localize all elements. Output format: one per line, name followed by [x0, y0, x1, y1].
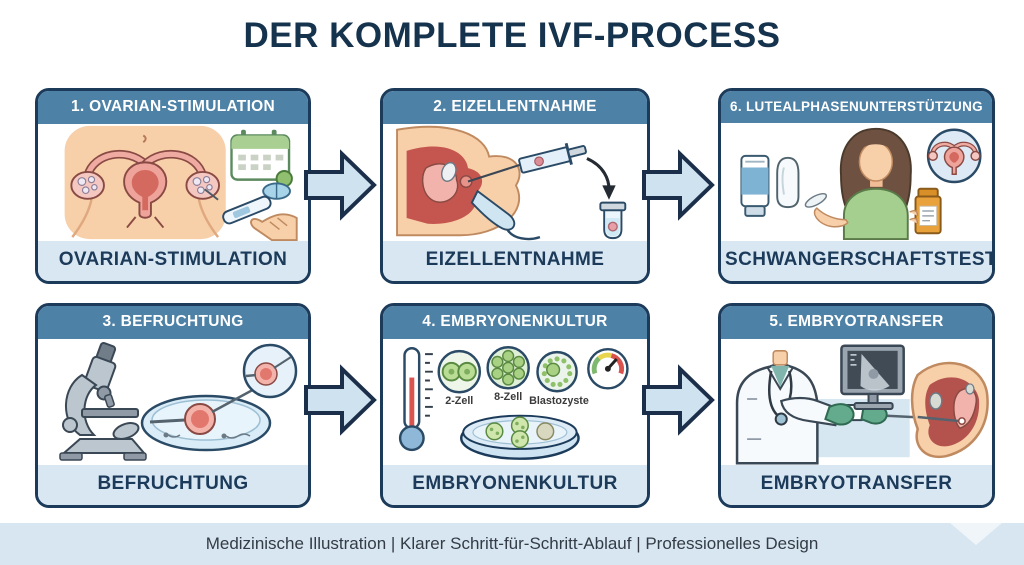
panel-illustration-area	[721, 339, 992, 465]
panel-illustration-area	[721, 123, 992, 241]
panel-illustration-area	[38, 124, 308, 241]
cell-stage-8-icon: 8-Zell	[486, 346, 530, 403]
footer-band: Medizinische Illustration | Klarer Schri…	[0, 523, 1024, 565]
fertilization-illustration	[59, 342, 298, 461]
culture-dish-icon	[460, 414, 580, 460]
embryo-culture-illustration: 2-Zell 8-Zell	[398, 346, 629, 460]
uterus-inset-icon	[926, 128, 982, 184]
panel-illustration-area: 2-Zell 8-Zell	[383, 339, 647, 465]
ultrasound-probe-icon	[470, 189, 541, 241]
uterus-icon	[70, 149, 220, 229]
watermark-icon	[950, 523, 1002, 545]
test-tube-icon	[599, 201, 627, 240]
thermometer-icon	[398, 347, 433, 452]
icsi-inset-icon	[242, 343, 298, 399]
panel-embryotransfer: 5. EMBRYOTRANSFER	[718, 303, 995, 508]
cream-tube-icon	[740, 154, 770, 217]
suppository-icon	[776, 156, 828, 209]
panel-lutealphasenunterstuetzung: 6. LUTEALPHASENUNTERSTÜTZUNG	[718, 88, 995, 284]
panel-embryonenkultur: 4. EMBRYONENKULTUR	[380, 303, 650, 508]
petri-dish-icon	[140, 384, 272, 452]
calendar-icon	[230, 129, 291, 181]
blastocyst-label: Blastozyste	[529, 395, 589, 407]
egg-retrieval-illustration	[396, 125, 627, 241]
page-title: DER KOMPLETE IVF-PROCESS	[243, 16, 781, 55]
panel-caption: BEFRUCHTUNG	[38, 465, 308, 505]
ultrasound-monitor-icon	[840, 344, 905, 411]
panel-ovarian-stimulation: 1. OVARIAN-STIMULATION	[35, 88, 311, 284]
panel-step-label: 4. EMBRYONENKULTUR	[383, 306, 647, 339]
flow-arrow-icon	[304, 363, 378, 437]
cell-stage-8-label: 8-Zell	[494, 391, 522, 403]
ovarian-stimulation-illustration	[64, 125, 298, 241]
cell-stage-2-icon: 2-Zell	[437, 349, 482, 407]
pelvis-cross-section	[910, 361, 989, 459]
pills-icon	[262, 170, 293, 200]
panel-step-label: 2. EIZELLENTNAHME	[383, 91, 647, 124]
pill-bottle-icon	[909, 187, 942, 235]
panel-caption: SCHWANGERSCHAFTSTEST	[721, 241, 992, 281]
panel-step-label: 6. LUTEALPHASENUNTERSTÜTZUNG	[721, 91, 992, 123]
flow-arrow-icon	[642, 363, 716, 437]
panel-caption: OVARIAN-STIMULATION	[38, 241, 308, 281]
panel-illustration-area	[38, 339, 308, 465]
panel-caption: EMBRYONENKULTUR	[383, 465, 647, 505]
panel-caption: EIZELLENTNAHME	[383, 241, 647, 281]
needle-syringe-icon	[467, 142, 587, 183]
cell-stage-2-label: 2-Zell	[445, 395, 473, 407]
panel-eizellentnahme: 2. EIZELLENTNAHME	[380, 88, 650, 284]
flow-arrow-icon	[642, 148, 716, 222]
panel-caption: EMBRYOTRANSFER	[721, 465, 992, 505]
injection-pen-icon	[204, 188, 298, 241]
transfer-arrow-icon	[586, 157, 616, 200]
flow-arrow-icon	[304, 148, 378, 222]
panel-step-label: 5. EMBRYOTRANSFER	[721, 306, 992, 339]
gauge-icon	[587, 347, 629, 390]
panel-befruchtung: 3. BEFRUCHTUNG	[35, 303, 311, 508]
embryo-transfer-illustration	[735, 344, 989, 465]
blastocyst-icon: Blastozyste	[529, 350, 589, 407]
panel-step-label: 1. OVARIAN-STIMULATION	[38, 91, 308, 124]
woman-figure	[813, 127, 912, 241]
footer-tagline: Medizinische Illustration | Klarer Schri…	[205, 534, 819, 553]
panel-illustration-area	[383, 124, 647, 241]
panel-step-label: 3. BEFRUCHTUNG	[38, 306, 308, 339]
microscope-icon	[59, 342, 147, 461]
luteal-support-illustration	[740, 127, 982, 241]
